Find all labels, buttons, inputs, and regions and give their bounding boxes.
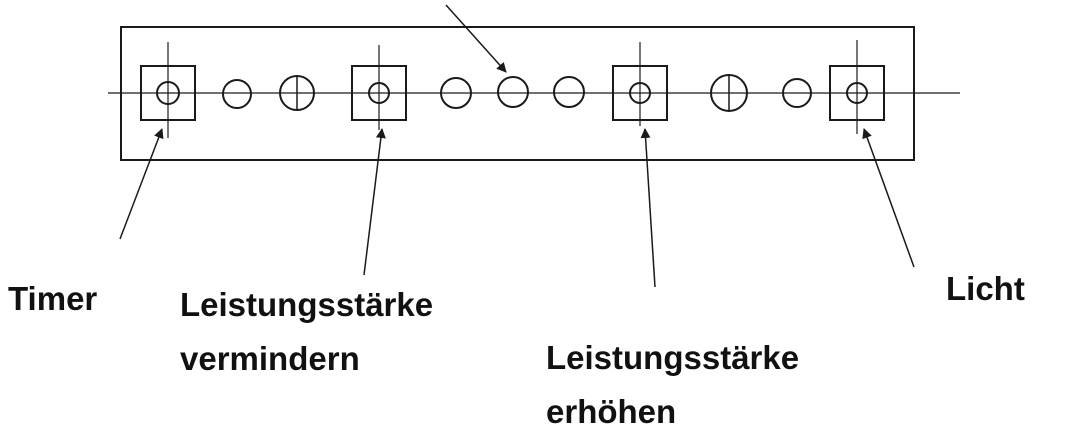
indicator-light-4 [553,76,585,108]
power-increase-label-line1: Leistungsstärke [546,339,800,376]
light-label: Licht [946,262,1025,316]
timer-button[interactable] [140,42,196,138]
knob-2 [710,74,748,112]
arrow-power-decrease [363,128,386,276]
timer-label: Timer [8,272,97,326]
indicator-light-5 [782,78,812,108]
power-increase-button[interactable] [612,42,668,126]
knob-1 [279,75,315,111]
power-increase-label: Leistungsstärke erhöhen [546,331,799,439]
arrow-power-increase [640,128,656,288]
timer-label-text: Timer [8,280,98,317]
light-label-text: Licht [946,270,1025,307]
arrow-indicator [445,4,507,73]
arrow-light [862,128,915,268]
light-button[interactable] [829,40,885,134]
arrow-timer [119,128,164,240]
power-increase-label-line2: erhöhen [546,393,677,430]
power-decrease-label-line2: vermindern [180,340,360,377]
power-decrease-label: Leistungsstärke vermindern [180,278,433,386]
power-decrease-button[interactable] [351,45,407,130]
indicator-light-2 [440,77,472,109]
indicator-light-3 [497,76,529,108]
power-decrease-label-line1: Leistungsstärke [180,286,434,323]
indicator-light-1 [222,79,252,109]
